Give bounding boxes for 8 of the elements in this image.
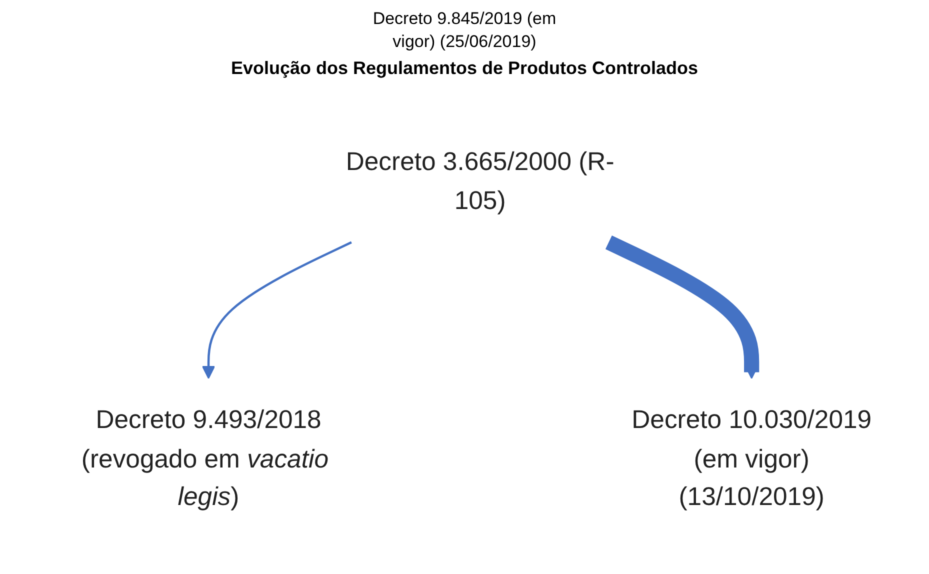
note-text: Decreto 9.845/2019 (em vigor) (25/06/2019): [372, 8, 558, 53]
arrow: [605, 235, 760, 379]
node-text: Decreto 3.665/2000 (R-105): [346, 146, 614, 214]
node-text: Decreto 9.493/2018 (revogado em vacatio legis): [81, 405, 328, 512]
diagram-title: Evolução dos Regulamentos de Produtos Controlados: [230, 58, 698, 79]
flowchart: Decreto 3.665/2000 (R-105) Decreto 9.493/2018 (revogado em vacatio legis) Decreto 10.030/2019 (em vigor) (13/10/2019): [0, 84, 929, 574]
node-text: Decreto 10.030/2019 (em vigor) (13/10/2019): [632, 405, 872, 512]
arrow: [202, 241, 352, 379]
